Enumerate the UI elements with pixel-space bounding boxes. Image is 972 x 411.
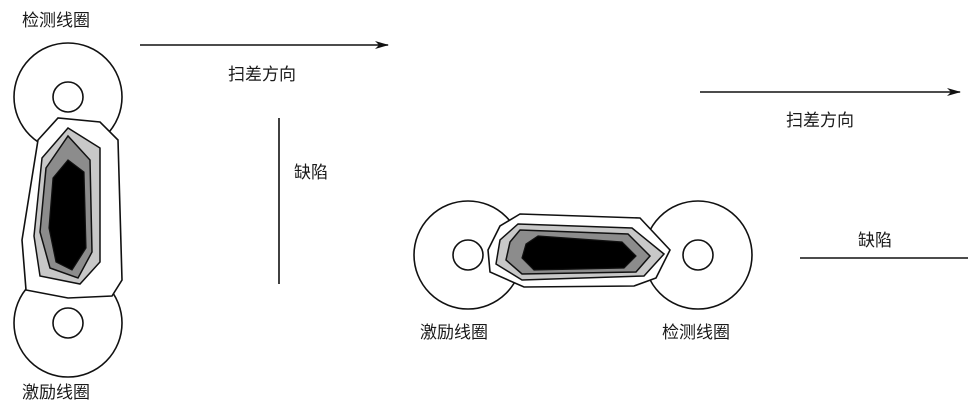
- right-detect-coil-inner-ring: [682, 239, 714, 271]
- left-detect-coil-inner-ring: [52, 81, 84, 113]
- right-field-core: [521, 235, 637, 271]
- left-field-core: [48, 159, 87, 271]
- right-excite-coil-label: 激励线圈: [420, 323, 488, 343]
- left-figure: 检测线圈 激励线圈 扫差方向 缺陷: [13, 11, 389, 403]
- right-detect-coil-label: 检测线圈: [662, 323, 730, 343]
- right-field-contours: [487, 213, 671, 288]
- left-detect-coil-label: 检测线圈: [22, 11, 90, 31]
- right-excite-coil-inner-ring: [452, 239, 484, 271]
- right-defect-label: 缺陷: [858, 231, 892, 251]
- left-defect-label: 缺陷: [294, 163, 328, 183]
- right-figure: 扫差方向 缺陷 激励线圈 检测线圈: [413, 88, 968, 343]
- left-scan-direction-label: 扫差方向: [228, 65, 296, 85]
- left-field-contours: [21, 117, 123, 299]
- left-excite-coil-inner-ring: [52, 307, 84, 339]
- right-scan-direction-label: 扫差方向: [786, 111, 854, 131]
- left-excite-coil-label: 激励线圈: [22, 383, 90, 403]
